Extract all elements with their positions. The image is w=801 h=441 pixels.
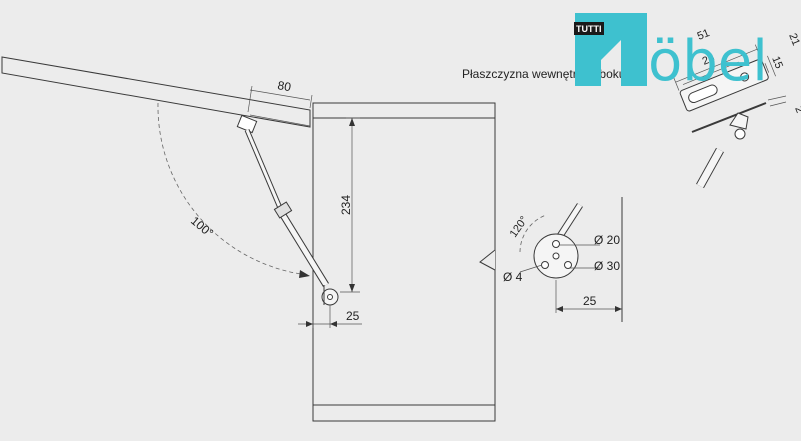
logo-badge: [574, 22, 604, 35]
angle-arc: [157, 102, 309, 276]
logo-badge-text: TUTTI: [576, 24, 602, 34]
dim-plate-2-label: 2: [792, 105, 801, 115]
dim-angle-label: 100°: [188, 214, 216, 241]
angle-100: 100°: [157, 102, 310, 278]
lid-inner-line: [249, 114, 311, 127]
dim-d20-label: Ø 20: [594, 233, 620, 247]
dim-d4-label: Ø 4: [503, 270, 523, 284]
dim-lid-width-label: 80: [276, 78, 292, 94]
dim-plate-21-label: 21: [786, 32, 801, 48]
dim-d30-label: Ø 30: [594, 259, 620, 273]
logo-m-diagonal: [601, 13, 621, 60]
lid-panel: [1, 56, 311, 128]
brand-logo: TUTTI öbel: [574, 13, 768, 94]
cabinet-side-outline: [312, 102, 496, 422]
gas-strut: [236, 114, 339, 306]
dim-detail-25-label: 25: [583, 294, 597, 308]
strut-top-bracket: [236, 114, 258, 134]
dim-bracket-angle-label: 120°: [508, 214, 531, 240]
dim-plate-51-label: 51: [696, 27, 712, 43]
dim-height-label: 234: [339, 195, 353, 215]
dim-offset-label: 25: [346, 309, 360, 323]
dim-25-main: 25: [298, 305, 362, 328]
dim-plate-15-label: 15: [769, 55, 785, 71]
strut-collar: [273, 201, 293, 219]
cabinet-side: [312, 102, 496, 422]
dim-80: 80: [247, 78, 313, 113]
bracket-detail: 120° Ø 20 Ø 30 Ø 4 25: [503, 197, 623, 322]
dim-234: 234: [339, 117, 360, 293]
logo-text: öbel: [648, 29, 768, 94]
logo-bar-right: [621, 13, 647, 86]
lid: [1, 56, 311, 128]
dim-plate-26-label: 26: [701, 52, 717, 68]
break-mark: [479, 249, 496, 271]
